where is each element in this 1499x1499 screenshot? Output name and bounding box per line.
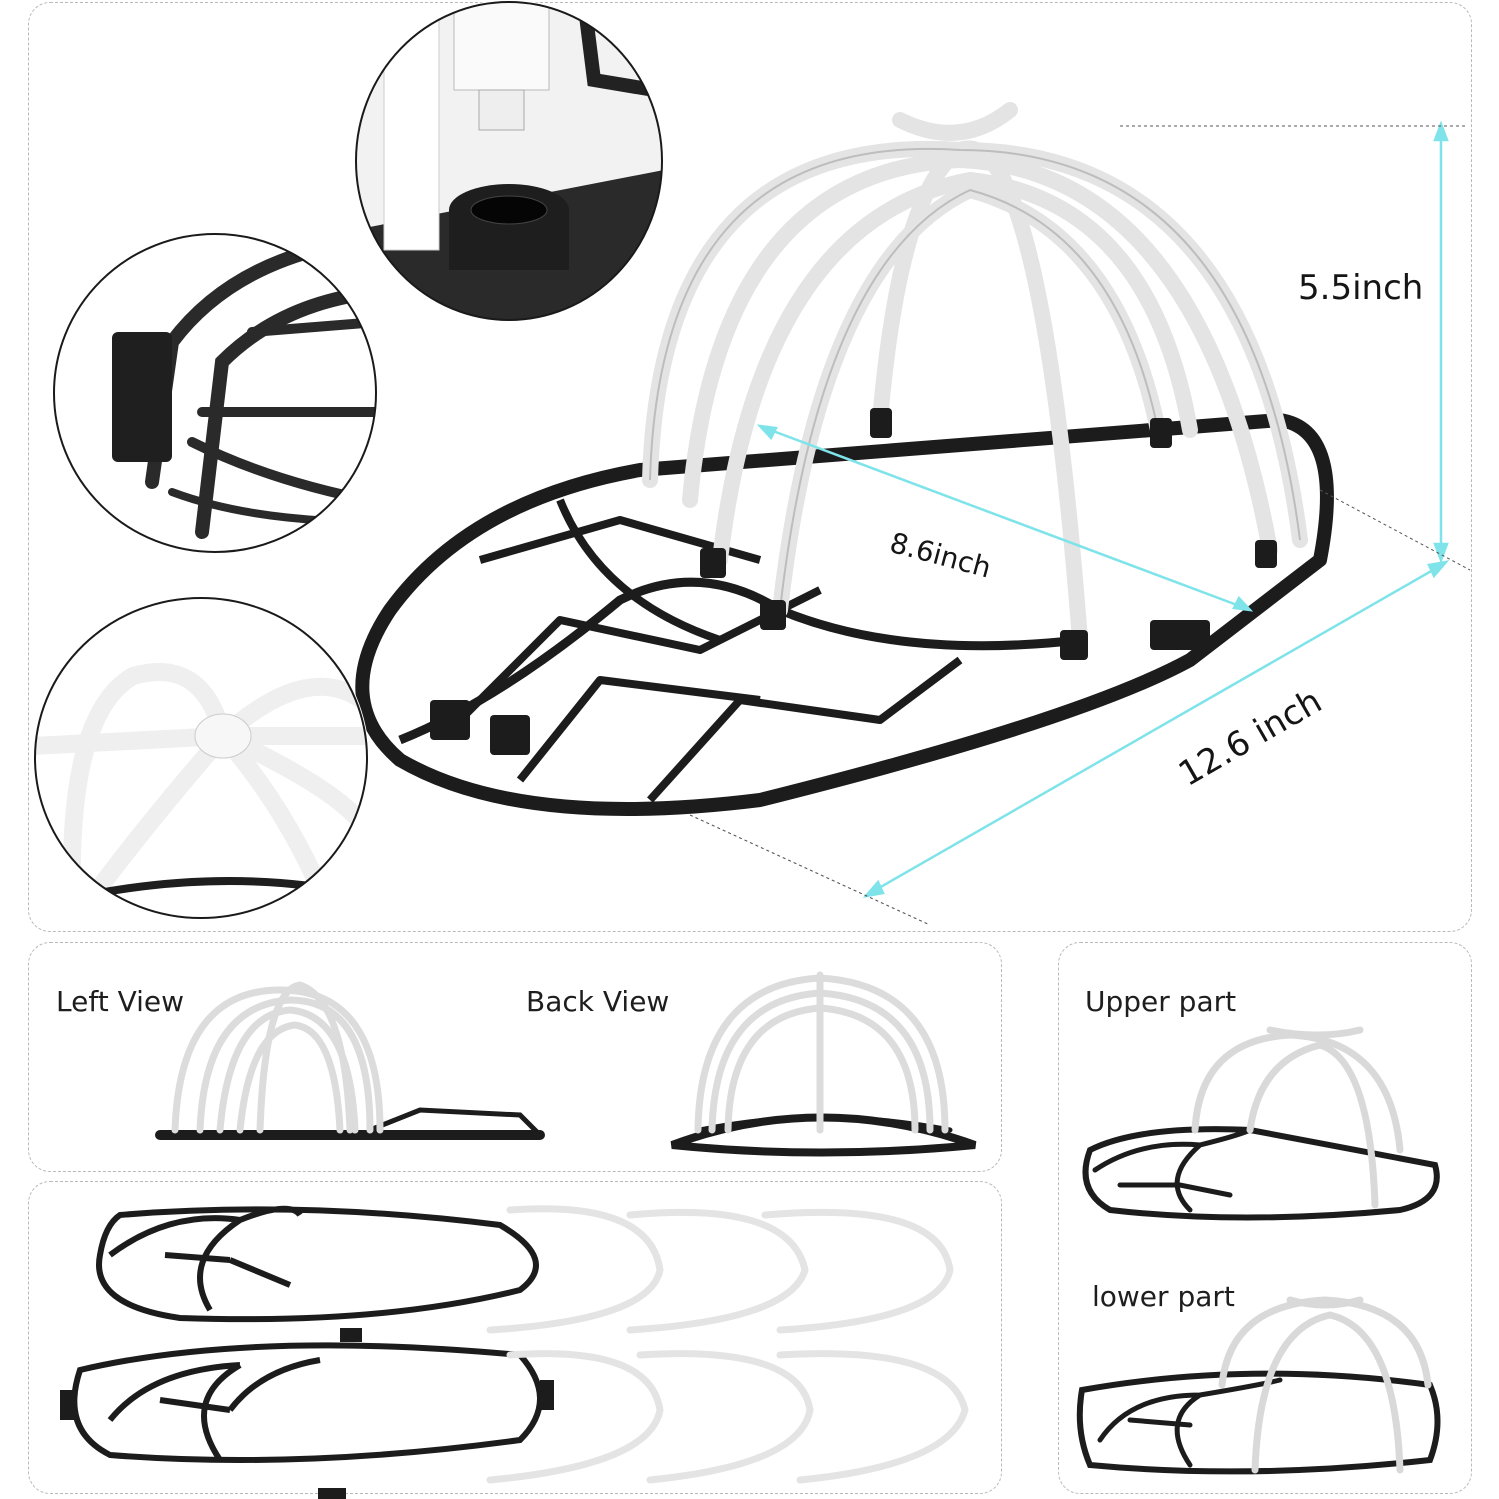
dimension-arrows xyxy=(756,120,1450,898)
detail-circle-mount xyxy=(354,0,664,322)
detail-circle-clip xyxy=(52,232,378,554)
lower-part-label: lower part xyxy=(1092,1280,1235,1313)
mount-detail-icon xyxy=(355,1,663,321)
back-view-label: Back View xyxy=(526,985,670,1018)
hub-detail-icon xyxy=(34,597,368,919)
left-view-label: Left View xyxy=(56,985,185,1018)
height-dimension-label: 5.5inch xyxy=(1298,268,1424,308)
detail-circle-hub xyxy=(33,596,369,921)
upper-part-label: Upper part xyxy=(1085,985,1237,1018)
frame-joints xyxy=(430,408,1277,755)
